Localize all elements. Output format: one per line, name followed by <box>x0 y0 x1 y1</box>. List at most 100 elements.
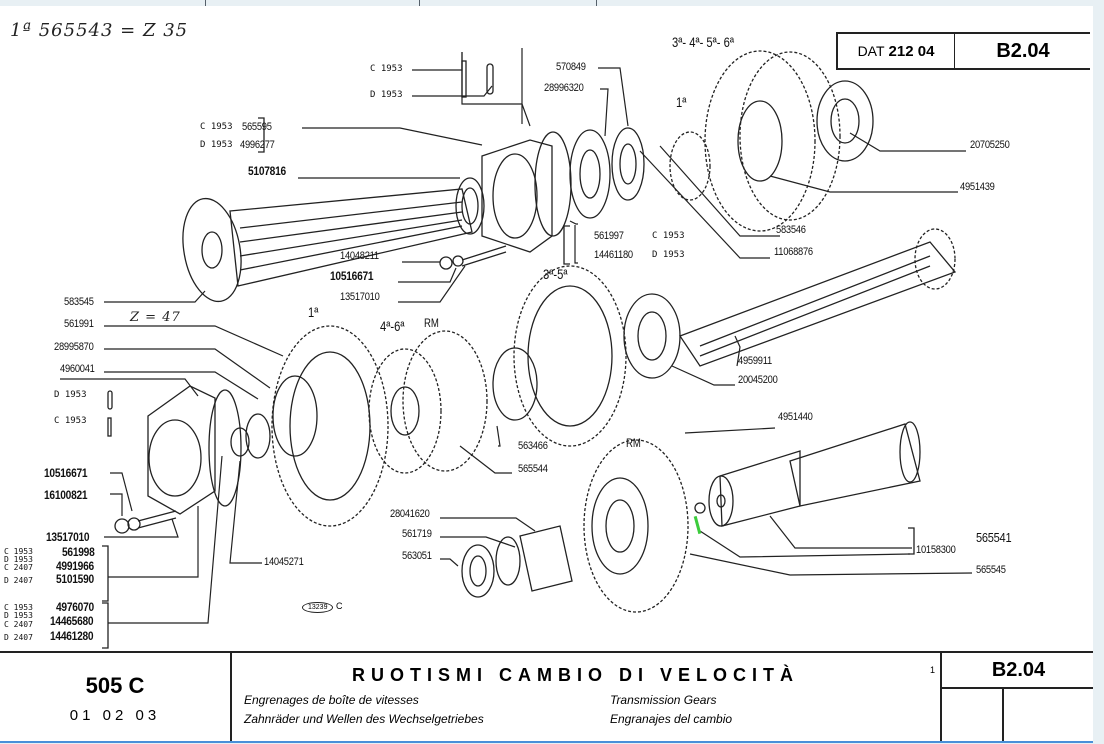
leader-line <box>60 378 199 397</box>
title-block: 505 C 01 02 03 RUOTISMI CAMBIO DI VELOCI… <box>0 651 1093 741</box>
drawing-stamp: 13239 C <box>302 601 342 613</box>
leader-line <box>639 150 770 259</box>
flange <box>182 197 242 303</box>
gear-cluster <box>704 50 816 232</box>
part-number: 563051 <box>402 550 432 562</box>
part-number: 28041620 <box>390 508 430 520</box>
part-number: 13517010 <box>46 530 90 544</box>
input-shaft <box>229 188 473 287</box>
leader-line <box>600 88 609 137</box>
part-number: 4959911 <box>738 355 772 367</box>
leader-line <box>734 335 741 367</box>
gear-label-4-6: 4ª-6ª <box>380 318 405 334</box>
thrust-washer <box>461 544 495 598</box>
part-number: 565545 <box>976 564 1006 576</box>
leader-line <box>496 425 501 447</box>
variant-label: D 1953 <box>4 611 33 620</box>
sheet-ref: B2.04 <box>996 39 1050 62</box>
reverse-gear <box>583 439 689 613</box>
leader-line <box>569 220 578 225</box>
gear-4-6 <box>368 348 442 474</box>
handwritten-tooth-count: Z = 47 <box>130 310 181 325</box>
title-italian: RUOTISMI CAMBIO DI VELOCITÀ <box>352 665 799 685</box>
variant-label: D 1953 <box>4 555 33 564</box>
part-number: 583546 <box>776 224 806 236</box>
sheet-header-box: DAT 212 04 B2.04 <box>836 32 1090 70</box>
leader-line <box>229 460 262 564</box>
parts-diagram-sheet: 1ª 565543 = Z 35 Z = 47 DAT 212 04 B2.04… <box>0 6 1093 741</box>
gear-label-1st-top: 1ª <box>676 94 687 110</box>
viewer-bottom-accent <box>0 741 1093 743</box>
gasket-rear <box>208 389 242 507</box>
synchro <box>272 375 318 457</box>
leader-line <box>769 175 958 193</box>
title-spanish: Engranajes del cambio <box>610 712 733 726</box>
part-number: 565595 <box>242 121 272 133</box>
leader-line <box>104 348 271 389</box>
part-number: 10158300 <box>916 544 956 556</box>
part-number: 4976070 <box>56 600 94 614</box>
dat-code: 212 04 <box>888 42 935 60</box>
part-number: 4951440 <box>778 411 813 423</box>
leader-line <box>684 427 776 434</box>
sheet-number: 1 <box>930 665 936 675</box>
leader-line <box>302 127 483 146</box>
gear-label-1st: 1ª <box>308 304 319 320</box>
needle-bearing <box>519 525 573 592</box>
variant-label: C 1953 <box>54 416 87 426</box>
roller-bearing <box>816 80 874 162</box>
part-number: 5101590 <box>56 572 94 586</box>
part-number: 5107816 <box>248 164 286 178</box>
gasket <box>534 131 572 237</box>
variant-label: D 2407 <box>4 633 33 642</box>
leader-line <box>412 85 493 97</box>
gear-1a <box>669 131 711 201</box>
dat-prefix: DAT <box>857 43 885 59</box>
part-number: 4951439 <box>960 181 995 193</box>
variant-label: C 1953 <box>4 603 33 612</box>
part-number: 561997 <box>594 230 624 242</box>
part-number: 14461280 <box>50 629 94 643</box>
gear-label-rm: RM <box>424 316 439 330</box>
title-block-description: RUOTISMI CAMBIO DI VELOCITÀ Engrenages d… <box>232 653 940 741</box>
variant-label: D 2407 <box>4 576 33 585</box>
part-number: 4991966 <box>56 559 94 573</box>
part-number: 16100821 <box>44 488 88 502</box>
leader-line <box>574 225 578 264</box>
part-number: 561991 <box>64 318 94 330</box>
variant-label: C 2407 <box>4 563 33 572</box>
part-number: 28995870 <box>54 341 94 353</box>
part-number: 4996277 <box>240 139 275 151</box>
part-number: 14045271 <box>264 556 304 568</box>
variant-label: D 1953 <box>652 250 685 260</box>
gear-3-5 <box>513 265 627 447</box>
toolbar-divider <box>205 0 206 6</box>
part-number: 14465680 <box>50 614 94 628</box>
leader-line <box>104 290 206 303</box>
leader-line <box>598 67 629 127</box>
leader-line <box>440 517 536 532</box>
exploded-gear-drawing <box>60 48 973 649</box>
leader-line <box>699 530 911 558</box>
gear-label-3-4-5-6: 3ª- 4ª- 5ª- 6ª <box>672 34 735 50</box>
toolbar-divider <box>596 0 597 6</box>
flange-bore <box>201 231 223 269</box>
part-number: 563466 <box>518 440 548 452</box>
part-number: 14461180 <box>594 249 633 261</box>
leader-line <box>108 455 223 624</box>
leader-line <box>104 518 179 538</box>
part-number: 11068876 <box>774 246 813 258</box>
leader-line <box>440 536 516 548</box>
bushing <box>492 347 538 421</box>
leader-line <box>104 371 259 400</box>
leader-line <box>398 265 466 303</box>
part-number: 570849 <box>556 61 586 73</box>
part-number: 565544 <box>518 463 548 475</box>
components <box>102 50 957 649</box>
divider <box>1002 689 1004 741</box>
part-number: 10516671 <box>44 466 88 480</box>
rear-cover <box>147 385 216 515</box>
variant-label: C 1953 <box>4 547 33 556</box>
leader-line <box>110 472 133 512</box>
variant-label: D 1953 <box>54 390 87 400</box>
